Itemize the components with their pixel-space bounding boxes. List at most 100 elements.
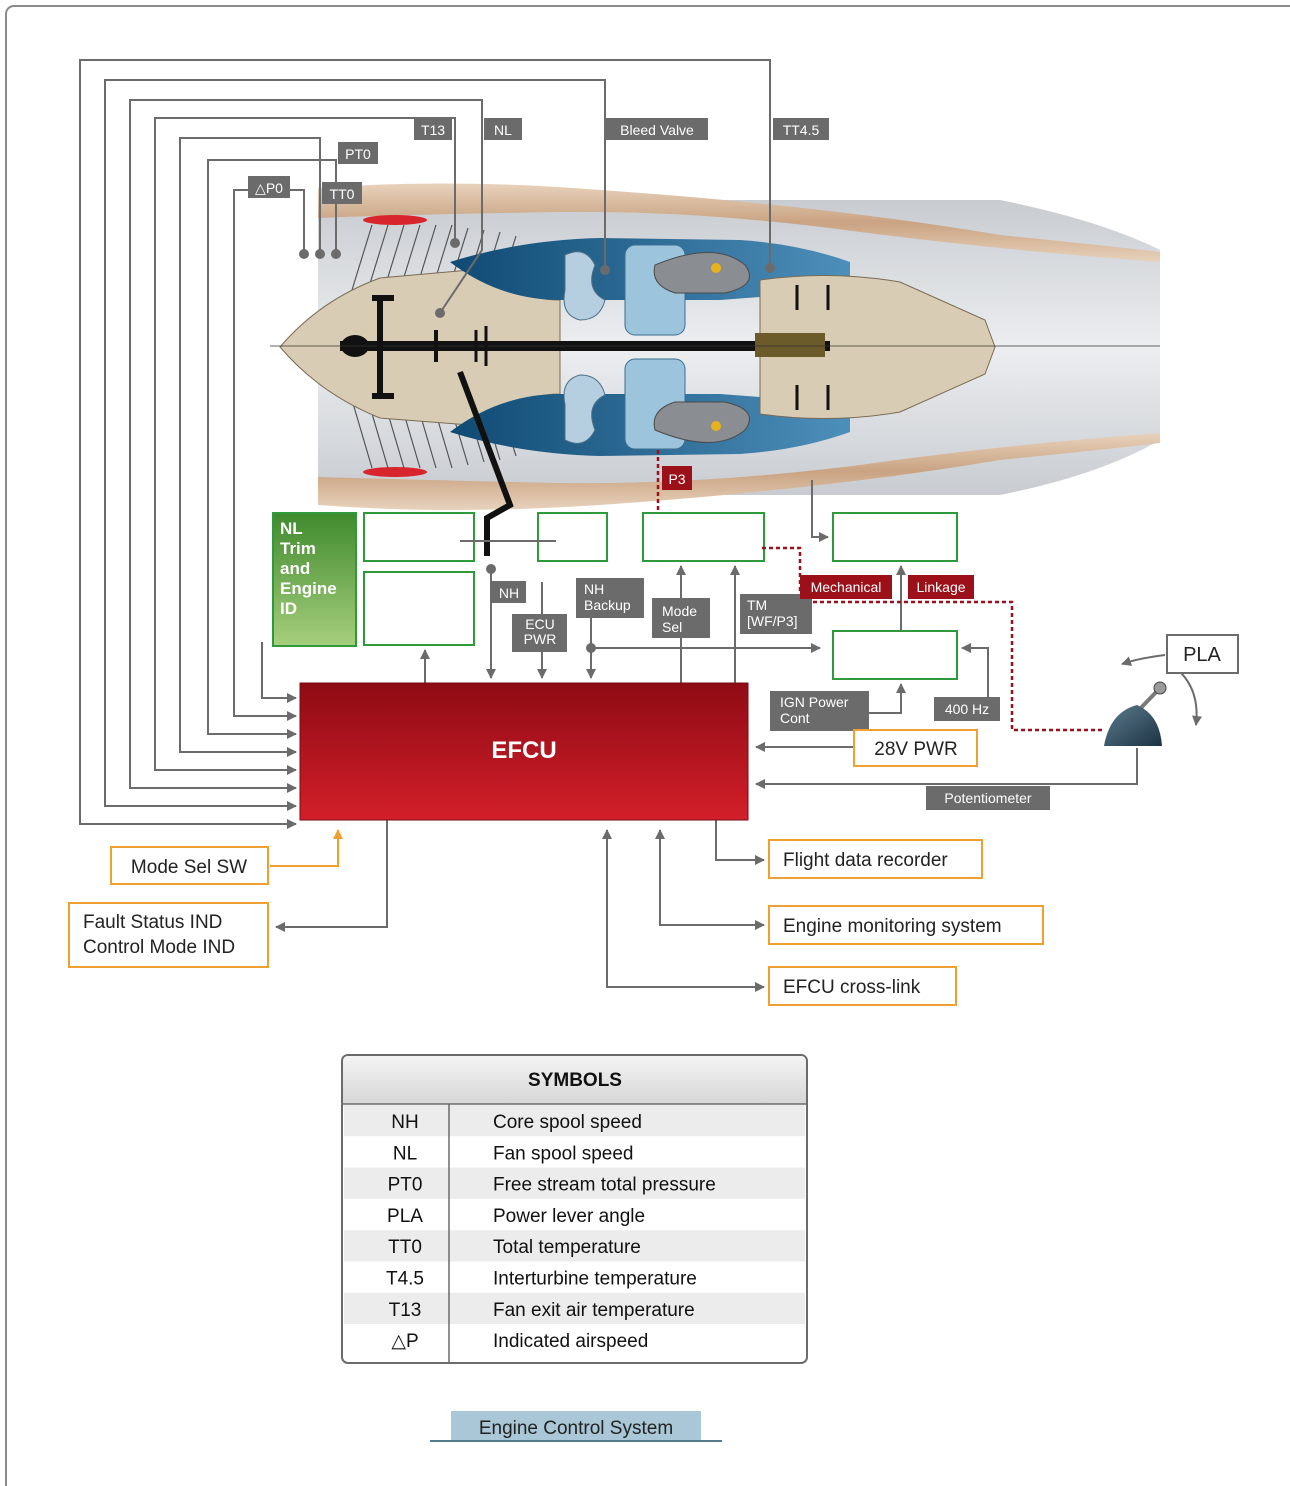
starter-gen-box (363, 512, 475, 562)
igniter-box (832, 512, 958, 562)
efcu-label: EFCU (491, 737, 556, 764)
tm-label: TM[WF/P3] (747, 597, 798, 629)
caption-bg (451, 1411, 701, 1441)
tm-tag (740, 594, 812, 634)
symbol-abbrev: NL (393, 1143, 417, 1164)
power-28v-box (853, 729, 978, 767)
dp0-label: △P0 (255, 180, 283, 196)
symbol-row (344, 1198, 805, 1231)
fuel-control-box (642, 512, 765, 562)
tt0-label: TT0 (330, 186, 355, 202)
potentiometer-tag (926, 786, 1050, 810)
pt0-tag (338, 142, 378, 164)
caption: Engine Control System (479, 1418, 673, 1439)
mechanical-tag (800, 575, 892, 599)
symbols-title: SYMBOLS (528, 1070, 622, 1091)
symbol-abbrev: NH (391, 1112, 418, 1133)
tt0-tag (322, 182, 362, 204)
symbol-abbrev: T13 (389, 1300, 422, 1321)
symbol-row (344, 1230, 805, 1262)
symbol-description: Fan exit air temperature (493, 1300, 695, 1321)
ign-power-cont-tag (770, 691, 869, 731)
symbol-row (344, 1105, 805, 1137)
ign-cont-box (832, 630, 958, 680)
mode-sel-sw-box (110, 846, 269, 885)
sensor-label-tags: T13 NL Bleed Valve TT4.5 PT0 △P0 TT0 (248, 118, 829, 204)
symbol-abbrev: △P (391, 1331, 418, 1352)
tt45-label: TT4.5 (783, 122, 820, 138)
mode-sel-sw-line (270, 829, 343, 867)
symbol-row (344, 1292, 805, 1325)
mechanical-linkage-line (762, 546, 1105, 732)
symbol-abbrev: PT0 (388, 1175, 423, 1196)
linkage-tag (908, 575, 974, 599)
symbol-row (344, 1136, 805, 1168)
dp0-tag (248, 176, 290, 198)
hz400-label: 400 Hz (945, 701, 989, 717)
symbol-description: Core spool speed (493, 1112, 642, 1133)
p3-tag (662, 466, 692, 490)
symbol-row (344, 1324, 805, 1356)
ign-cont-label: IGN Cont (855, 646, 929, 665)
symbol-description: Indicated airspeed (493, 1331, 648, 1352)
hz400-tag (934, 697, 1000, 721)
nh-backup-tag (576, 578, 644, 618)
igniter-label: Igniter (854, 528, 906, 547)
ems-box (768, 905, 1044, 945)
linkage-label: Linkage (916, 579, 965, 595)
ecu-pwr-tag (512, 614, 567, 652)
pla-box (1166, 634, 1239, 674)
control-solenoids-box (363, 571, 475, 646)
pmg-label: PMG (553, 528, 592, 547)
t13-label: T13 (421, 122, 445, 138)
pla-lever[interactable] (1104, 681, 1167, 746)
sensor-wires (79, 59, 771, 829)
symbol-description: Fan spool speed (493, 1143, 634, 1164)
bleed-valve-tag (606, 118, 708, 140)
nh-label: NH (499, 585, 519, 601)
symbols-header (343, 1056, 806, 1104)
symbol-abbrev: T4.5 (386, 1269, 424, 1290)
mode-sel-sw-label: Mode Sel SW (131, 857, 247, 878)
pt0-label: PT0 (345, 146, 371, 162)
sensor-taps (299, 238, 775, 318)
symbol-row (344, 1261, 805, 1293)
potentiometer-label: Potentiometer (944, 790, 1031, 806)
mechanical-label: Mechanical (811, 579, 882, 595)
symbol-description: Free stream total pressure (493, 1175, 716, 1196)
nl-label: NL (494, 122, 512, 138)
symbol-description: Power lever angle (493, 1206, 645, 1227)
p3-label: P3 (668, 471, 685, 487)
fdr-box (768, 839, 983, 879)
nl-trim-box (272, 512, 357, 647)
power-28v-label: 28V PWR (874, 739, 957, 760)
efcu-box (299, 682, 749, 821)
pmg-box (537, 512, 608, 562)
mode-sel-tag (652, 598, 710, 638)
t13-tag (414, 118, 452, 140)
symbol-description: Interturbine temperature (493, 1269, 697, 1290)
fdr-label: Flight data recorder (783, 850, 948, 871)
ems-label: Engine monitoring system (783, 916, 1002, 937)
crosslink-box (768, 966, 957, 1006)
engine-cutaway (270, 183, 1160, 510)
tt45-tag (773, 118, 829, 140)
pla-label: PLA (1183, 644, 1221, 666)
gearbox-drive-shaft (457, 370, 514, 556)
nh-tag (492, 581, 526, 603)
symbol-row (344, 1167, 805, 1199)
